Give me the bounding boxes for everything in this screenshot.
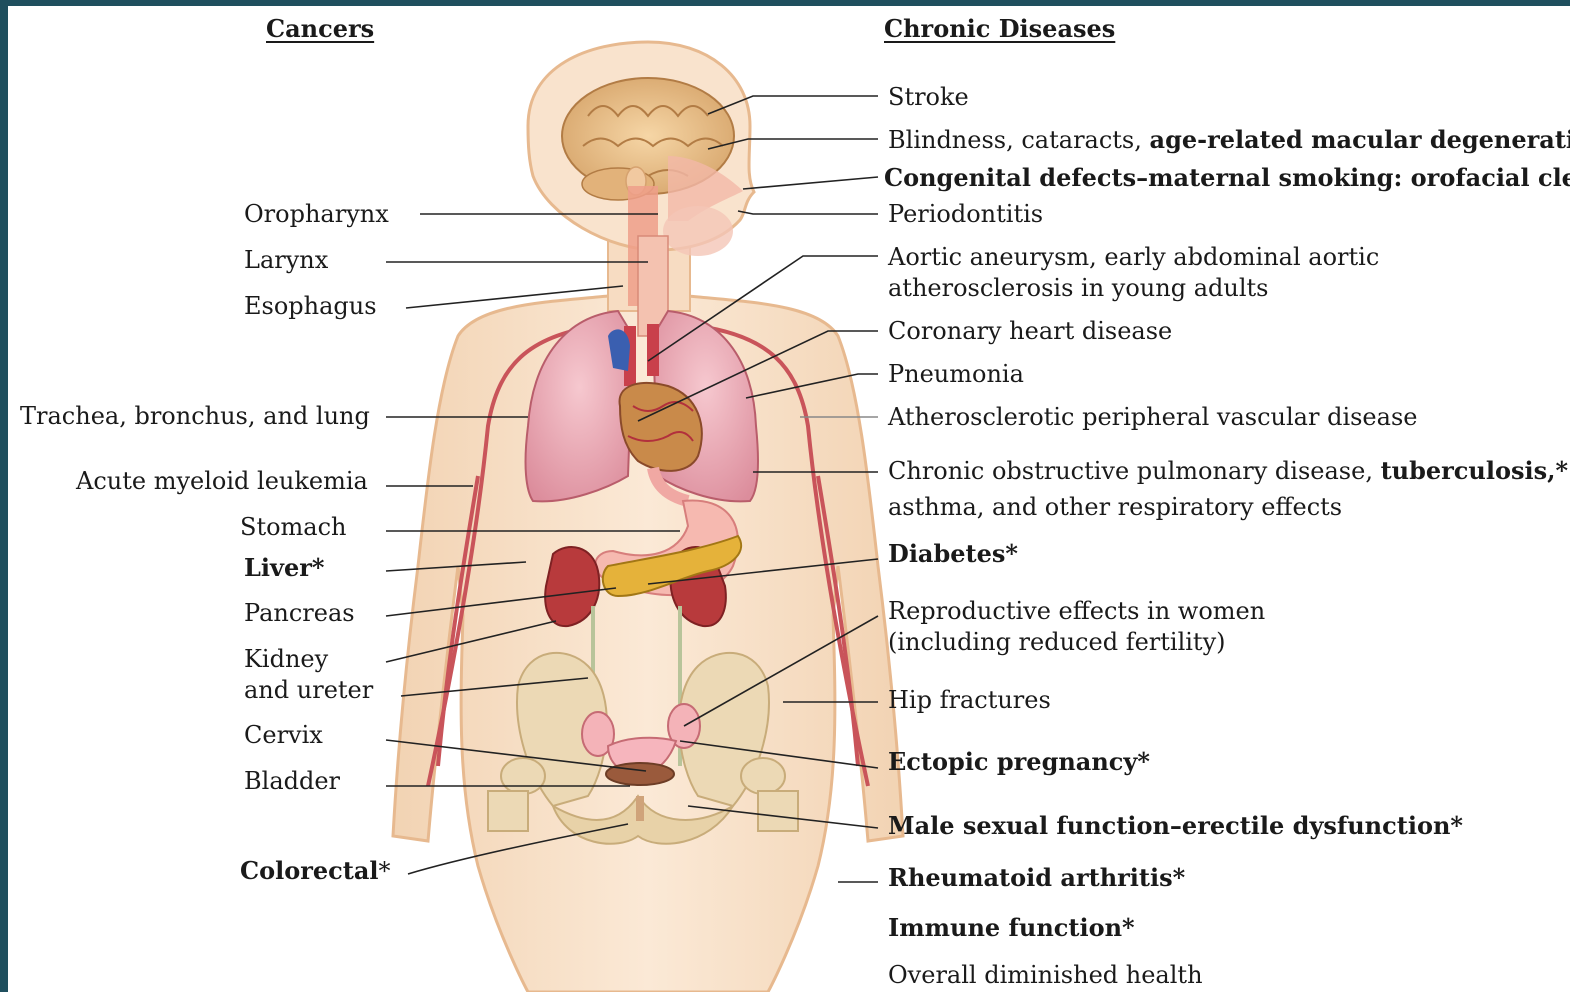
label-copd: Chronic obstructive pulmonary disease, t… (888, 456, 1568, 486)
label-blindness: Blindness, cataracts, age-related macula… (888, 125, 1570, 155)
label-blindness-plain: Blindness, cataracts, (888, 126, 1150, 154)
label-pneumonia: Pneumonia (888, 359, 1024, 389)
label-larynx: Larynx (244, 245, 328, 275)
label-and-ureter: and ureter (244, 675, 373, 705)
chronic-diseases-header: Chronic Diseases (884, 14, 1115, 43)
label-reproductive-line2: (including reduced fertility) (888, 627, 1226, 657)
label-copd-plain: Chronic obstructive pulmonary disease, (888, 457, 1381, 485)
label-hip-fractures: Hip fractures (888, 685, 1051, 715)
label-immune-function: Immune function* (888, 913, 1135, 943)
diagram-canvas: Cancers Chronic Diseases Oropharynx Lary… (8, 6, 1570, 992)
label-aortic-line2: atherosclerosis in young adults (888, 273, 1268, 303)
label-acute-myeloid-leukemia: Acute myeloid leukemia (76, 466, 368, 496)
label-liver: Liver* (244, 553, 324, 583)
label-cervix: Cervix (244, 720, 323, 750)
label-oropharynx: Oropharynx (244, 199, 389, 229)
label-stroke: Stroke (888, 82, 969, 112)
label-colorectal: Colorectal* (240, 856, 391, 886)
label-macular-degeneration: age-related macular degeneration* (1150, 125, 1570, 154)
label-coronary-heart-disease: Coronary heart disease (888, 316, 1172, 346)
label-esophagus: Esophagus (244, 291, 377, 321)
label-reproductive-line1: Reproductive effects in women (888, 596, 1265, 626)
label-trachea-bronchus-lung: Trachea, bronchus, and lung (20, 401, 370, 431)
cancers-header: Cancers (266, 14, 374, 43)
label-diabetes: Diabetes* (888, 539, 1018, 569)
label-periodontitis: Periodontitis (888, 199, 1043, 229)
label-overall-health: Overall diminished health (888, 960, 1203, 990)
label-erectile-dysfunction: Male sexual function–erectile dysfunctio… (888, 811, 1463, 841)
label-bladder: Bladder (244, 766, 340, 796)
label-pancreas: Pancreas (244, 598, 355, 628)
label-colorectal-text: Colorectal (240, 856, 379, 885)
label-atherosclerotic-pvd: Atherosclerotic peripheral vascular dise… (888, 402, 1417, 432)
label-rheumatoid-arthritis: Rheumatoid arthritis* (888, 863, 1185, 893)
label-asthma: asthma, and other respiratory effects (888, 492, 1342, 522)
label-tuberculosis: tuberculosis,* (1381, 456, 1568, 485)
label-ectopic-pregnancy: Ectopic pregnancy* (888, 747, 1150, 777)
label-stomach: Stomach (240, 512, 347, 542)
label-kidney: Kidney (244, 644, 328, 674)
label-congenital-defects: Congenital defects–maternal smoking: oro… (884, 163, 1570, 193)
label-aortic-line1: Aortic aneurysm, early abdominal aortic (888, 242, 1379, 272)
label-colorectal-asterisk: * (379, 857, 391, 885)
